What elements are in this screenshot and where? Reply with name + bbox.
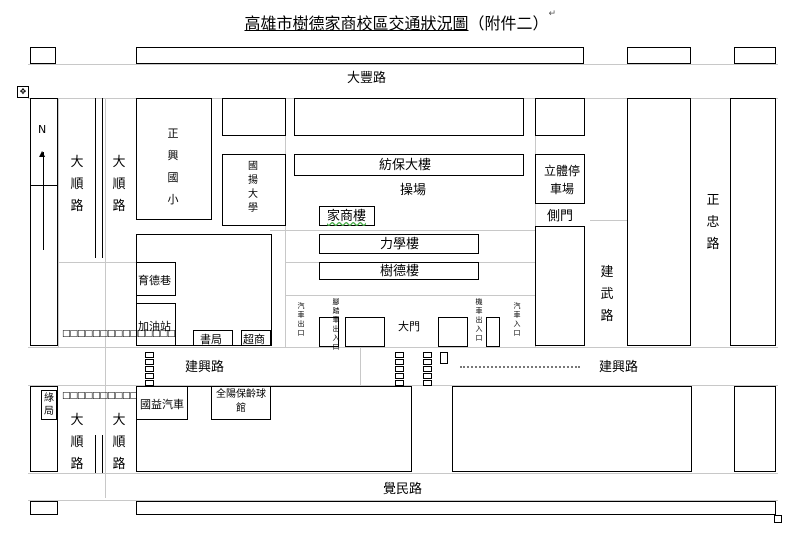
road-dashun-right-top: 大順路 [112, 155, 126, 214]
entrance-bike [319, 317, 339, 347]
cell-top-2 [136, 47, 584, 64]
label-jiashang: 家商樓 [327, 209, 367, 224]
cell-bottom-2 [136, 501, 776, 515]
road-zhengzhong: 正忠路 [706, 193, 720, 252]
building-shop2 [241, 330, 271, 346]
entrance-moto [486, 317, 500, 347]
road-dabi: 大豐路 [347, 71, 387, 86]
cell-c [535, 98, 585, 136]
building-bus [136, 386, 188, 420]
road-jianxing-left: 建興路 [185, 360, 225, 375]
road-dashun-right-bottom: 大順路 [112, 413, 126, 472]
label-fangbao: 紡保大樓 [379, 158, 432, 173]
crosswalk-west-2: □□□□□□□□□□□□□□□ [62, 391, 176, 401]
cell-a [222, 98, 286, 136]
crosswalk-v3 [423, 352, 432, 387]
label-gas: 加油站 [138, 320, 171, 333]
block-far-east [730, 98, 776, 346]
building-lili [535, 154, 585, 204]
page-title: 高雄市樹德家商校區交通狀況圖（附件二）↵ [244, 9, 557, 34]
block-south-2 [452, 386, 692, 472]
cell-top-3 [627, 47, 691, 64]
label-shude: 樹德樓 [380, 264, 420, 279]
cell-top-1 [30, 47, 56, 64]
entrance-left [345, 317, 385, 347]
road-divider-2 [95, 435, 103, 473]
road-jianwu: 建武路 [600, 265, 614, 324]
road-dashun-left-top: 大順路 [70, 155, 84, 214]
building-yude [136, 262, 176, 296]
road-jianxing-right: 建興路 [599, 360, 639, 375]
cell-bottom-1 [30, 501, 58, 515]
building-gas [136, 303, 176, 346]
label-bus: 國益汽車 [140, 398, 184, 411]
building-misc [41, 390, 57, 420]
label-zhengxing: 正興國小 [167, 127, 179, 206]
building-shude [319, 262, 479, 280]
label-bowling: 全陽保齡球館 [216, 389, 266, 414]
north-box [30, 98, 58, 346]
label-moto1: 汽車出口 [297, 302, 305, 337]
cell-b [294, 98, 524, 136]
building-guoyang [222, 154, 286, 226]
building-jiashang [319, 206, 375, 226]
building-lixue [319, 234, 479, 254]
label-caochang: 操場 [400, 183, 427, 198]
cell-top-4 [734, 47, 776, 64]
signal-icon [440, 352, 448, 364]
block-south-3 [734, 386, 776, 472]
road-juemin: 覺民路 [383, 482, 423, 497]
dotted-line [460, 366, 580, 368]
crosswalk-west: □□□□□□□□□□□□□□□ [62, 329, 176, 339]
label-shop1: 書局 [200, 333, 222, 346]
label-yude: 育德巷 [138, 274, 171, 287]
building-bowling [211, 386, 271, 420]
move-handle-icon[interactable]: ✥ [17, 86, 29, 98]
label-gate: 大門 [398, 320, 420, 333]
building-shop1 [193, 330, 233, 346]
crosswalk-v1 [145, 352, 154, 387]
label-cemen: 側門 [547, 209, 574, 224]
crosswalk-v2 [395, 352, 404, 387]
block-east [627, 98, 691, 346]
north-arrow-icon [43, 152, 44, 250]
label-shop2: 超商 [243, 333, 265, 346]
resize-handle-icon[interactable] [774, 515, 782, 523]
north-label: N [38, 123, 47, 136]
label-moto2: 腳踏車出入口 [332, 298, 340, 351]
label-misc: 綠局 [44, 393, 54, 417]
label-guoyang: 國揚大學 [248, 161, 258, 214]
building-zhengxing [136, 98, 212, 220]
label-moto4: 汽車入口 [513, 302, 521, 337]
block-cemen [535, 226, 585, 346]
entrance-right [438, 317, 468, 347]
road-dashun-left-bottom: 大順路 [70, 413, 84, 472]
label-moto3: 機車出入口 [475, 298, 483, 342]
label-lixue: 力學樓 [380, 237, 420, 252]
building-fangbao [294, 154, 524, 176]
label-lili: 立體停車場 [543, 164, 580, 196]
road-divider [95, 98, 103, 258]
